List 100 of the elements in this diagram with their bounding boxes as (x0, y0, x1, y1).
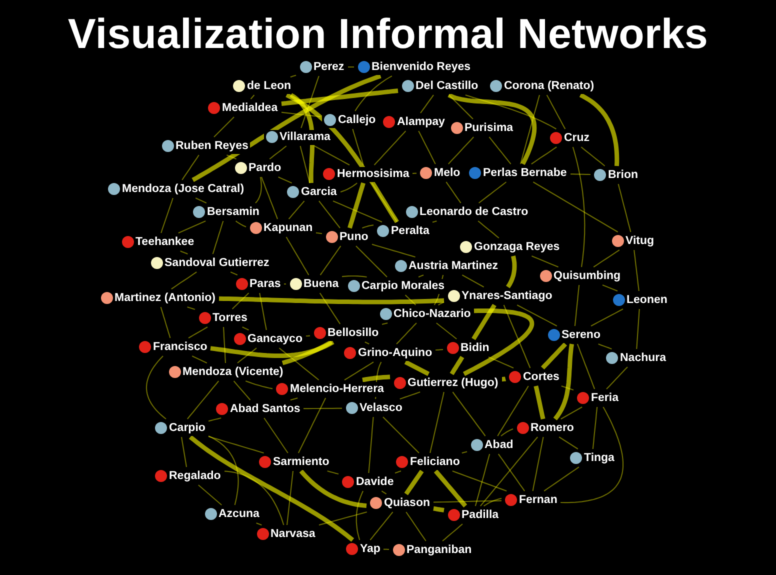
connection-line (448, 94, 474, 120)
justice-name: Bellosillo (328, 326, 379, 340)
justice-name: Narvasa (270, 526, 316, 542)
justice-name: Melo (434, 166, 460, 180)
connection-line (362, 224, 374, 229)
connection-line (368, 416, 374, 474)
connection-line (384, 548, 389, 550)
connection-line (532, 182, 618, 232)
justice-name: Abad Santos (230, 402, 300, 416)
justice-name: Ruben Reyes (176, 138, 248, 154)
connection-line (306, 335, 310, 337)
connection-line (340, 182, 358, 193)
connection-line (255, 176, 262, 204)
justice-name: Kapunan (264, 220, 313, 236)
connection-line (348, 66, 354, 68)
connection-line (452, 392, 486, 436)
justice-name: Leonardo de Castro (420, 204, 528, 220)
connection-line (208, 417, 222, 422)
thick-connection-line (299, 470, 367, 508)
connection-line (237, 348, 257, 364)
connection-line (320, 246, 342, 276)
connection-line (576, 344, 596, 390)
connection-line (438, 302, 444, 306)
connection-line (448, 136, 474, 164)
connection-line (235, 220, 246, 228)
thick-connection-line (218, 296, 444, 304)
connection-line (480, 436, 538, 506)
diagram-title: Visualization Informal Networks (68, 11, 708, 57)
connection-line (230, 272, 238, 276)
connection-line (484, 498, 502, 506)
connection-line (420, 94, 434, 114)
justice-name: Romero (530, 420, 574, 436)
justice-name: Martinez (Antonio) (114, 290, 216, 306)
thick-connection-line (188, 435, 354, 542)
connection-line (284, 283, 286, 285)
connection-line (474, 454, 490, 506)
connection-line (300, 146, 310, 184)
justice-name: Bienvenido Reyes (372, 60, 471, 74)
connection-line (418, 130, 436, 164)
connection-line (260, 176, 278, 220)
connection-line (404, 294, 416, 306)
connection-line (382, 416, 420, 454)
connection-line (222, 326, 226, 364)
connection-line (214, 116, 234, 138)
connection-line (412, 172, 417, 174)
justice-name: Del Castillo (416, 78, 478, 94)
connection-line (396, 322, 417, 344)
justice-name: Buena (304, 276, 339, 292)
connection-line (182, 154, 200, 180)
thick-connection-line (462, 308, 534, 376)
connection-line (520, 94, 540, 164)
connection-line (618, 184, 632, 232)
justice-name: Carpio (169, 420, 206, 436)
justice-name: Alampay (397, 114, 445, 130)
connection-line (574, 284, 580, 326)
justice-name: Bidin (460, 340, 490, 356)
connection-line (352, 128, 364, 166)
justice-name: Ynares-Santiago (462, 288, 552, 304)
justice-name: Carpio Morales (362, 278, 445, 294)
connection-line (544, 466, 580, 492)
connection-line (298, 398, 326, 454)
justice-name: Hermosisima (337, 166, 410, 182)
justice-name: Regalado (169, 468, 221, 484)
thick-connection-line (281, 88, 398, 106)
connection-line (446, 182, 462, 204)
justice-name: Tinga (584, 450, 614, 466)
connection-line (590, 308, 624, 326)
connection-line (606, 366, 628, 390)
connection-line (281, 112, 321, 118)
connection-line (290, 74, 296, 78)
justice-name: Puno (340, 230, 368, 244)
justice-name: Peralta (391, 224, 430, 238)
connection-line (546, 94, 566, 130)
connection-line (418, 274, 424, 278)
connection-line (560, 406, 624, 504)
connection-line (497, 386, 529, 436)
justice-name: Austria Martinez (408, 258, 498, 274)
thick-connection-line (348, 182, 366, 229)
connection-line (316, 232, 322, 234)
justice-name: Sereno (562, 328, 600, 342)
connection-line (592, 406, 598, 450)
connection-line (314, 146, 350, 166)
connection-line (558, 436, 578, 450)
justice-name: Melencio-Herrera (290, 382, 384, 396)
connection-line (374, 130, 406, 166)
thick-connection-line (450, 356, 464, 376)
justice-name: Quiason (384, 496, 430, 510)
connection-line (212, 220, 224, 254)
thick-connection-line (472, 304, 496, 340)
justice-name: Panganiban (406, 542, 472, 558)
connection-line (224, 470, 284, 526)
connection-line (286, 470, 294, 526)
connection-line (370, 512, 394, 540)
connection-line (208, 436, 239, 506)
thick-connection-line (534, 385, 546, 420)
justice-name: Paras (250, 276, 281, 292)
connection-line (406, 512, 426, 542)
thick-connection-line (553, 344, 574, 420)
justice-name: Gonzaga Reyes (474, 240, 560, 254)
connection-line (304, 408, 342, 410)
